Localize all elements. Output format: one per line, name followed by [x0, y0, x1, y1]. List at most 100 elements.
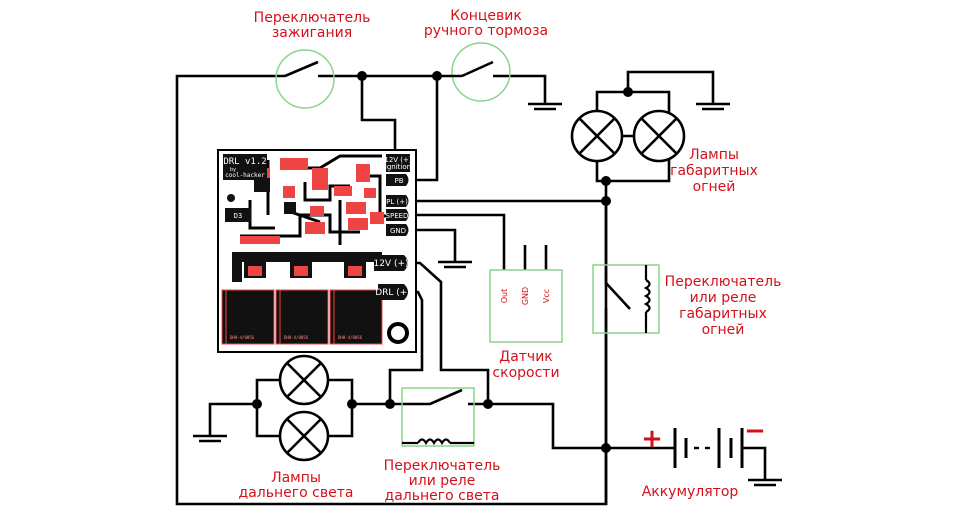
junction-dot: [483, 399, 493, 409]
high-beam-relay-label-line-1: Переключатель: [384, 458, 501, 474]
ignition-switch: Переключатель зажигания: [254, 10, 371, 109]
high-beam-relay-label-line-2: или реле: [409, 473, 476, 489]
pin-speed-label: SPEED: [386, 212, 409, 220]
coil-icon: [417, 438, 451, 446]
junction-dots: [252, 71, 633, 453]
lamp-icon: [278, 410, 330, 462]
ignition-switch-label-line-2: зажигания: [272, 25, 352, 41]
handbrake-switch-circle: [451, 42, 511, 102]
ground-icon: [696, 102, 730, 111]
pin-gnd: GND: [386, 224, 409, 236]
pin-drl: DRL (+): [375, 284, 411, 300]
high-beam-lamps-label-line-2: дальнего света: [239, 485, 354, 501]
sensor-pin-out: Out: [500, 289, 509, 304]
board-author: cool-hacker: [225, 172, 265, 179]
speed-sensor-label-line-2: скорости: [492, 365, 559, 381]
pin-pb: PB: [386, 174, 409, 186]
high-beam-relay-label-line-3: дальнего света: [385, 488, 500, 504]
board-fuses: DHH-4/0056 DHH-4/0056 DHH-4/0056: [221, 289, 383, 345]
fuse-label: DHH-4/0056: [338, 335, 363, 340]
junction-dot: [623, 87, 633, 97]
fuse-label: DHH-4/0056: [284, 335, 309, 340]
board-component-label: D3: [234, 212, 242, 220]
sensor-pin-vcc: Vcc: [542, 289, 551, 303]
wire-board-power: [410, 261, 606, 450]
parking-lamps-label-line-1: Лампы: [689, 147, 739, 163]
wire-hb-lamps-gnd: [208, 402, 257, 436]
ignition-switch-label-line-1: Переключатель: [254, 10, 371, 26]
board-subtitle: by: [230, 167, 236, 173]
board-title: DRL v1.2: [223, 157, 266, 167]
pin-drl-label: DRL (+): [375, 288, 411, 298]
ground-icon: [193, 434, 227, 443]
battery: + − Аккумулятор: [641, 416, 766, 500]
board-mounting-hole: [387, 322, 409, 344]
ignition-switch-circle: [275, 49, 335, 109]
parking-lamps-label-line-2: габаритных: [670, 163, 758, 179]
junction-dot: [601, 196, 611, 206]
junction-dot: [601, 443, 611, 453]
parking-lamps-label-line-3: огней: [693, 179, 736, 195]
ground-icon: [748, 478, 782, 487]
parking-relay-box: [592, 264, 660, 334]
wire-handbrake-gnd: [493, 74, 547, 104]
pin-pb-label: PB: [394, 177, 403, 185]
wire-battery-minus: [742, 446, 767, 480]
parking-relay-label-line-3: габаритных: [679, 306, 767, 322]
board-power-bus: [232, 252, 382, 282]
pin-ignition: 12V (+) ignition: [384, 154, 412, 172]
sensor-pin-gnd: GND: [521, 287, 530, 305]
speed-sensor-box: [489, 269, 563, 343]
wire-ignition-board: [360, 76, 397, 165]
pin-pl-label: PL (+): [386, 198, 408, 206]
ground-icon: [528, 102, 562, 111]
wire-parking-gnd: [626, 70, 715, 104]
lamp-icon: [278, 354, 330, 406]
junction-dot: [385, 399, 395, 409]
high-beam-lamps-label-line-1: Лампы: [271, 470, 321, 486]
speed-sensor-label-line-1: Датчик: [499, 349, 553, 365]
pin-speed: SPEED: [386, 209, 409, 221]
handbrake-switch-contact: [461, 60, 494, 78]
lamp-icon: [632, 109, 686, 163]
wire-pl-lamps: [410, 181, 608, 203]
handbrake-switch: Концевик ручного тормоза: [424, 8, 548, 102]
parking-lamps: Лампы габаритных огней: [570, 109, 758, 195]
high-beam-relay-box: [401, 387, 475, 447]
board-pins: 12V (+) ignition PB PL (+) SPEED GND: [373, 154, 412, 300]
wire-speed: [410, 213, 506, 270]
board-components: D3: [225, 158, 384, 244]
handbrake-switch-label-line-2: ручного тормоза: [424, 23, 548, 39]
battery-minus-sign: −: [744, 416, 766, 446]
parking-relay: Переключатель или реле габаритных огней: [592, 264, 782, 338]
wires: [175, 70, 767, 506]
board-transistors: [244, 262, 366, 278]
ground-icon: [438, 260, 472, 269]
fuse-label: DHH-4/0056: [230, 335, 255, 340]
coil-icon: [643, 279, 651, 313]
pin-ignition-label-line-2: ignition: [385, 163, 411, 171]
wire-board-gnd: [410, 228, 457, 262]
high-beam-relay: Переключатель или реле дальнего света: [384, 387, 501, 504]
speed-sensor: Out GND Vcc Датчик скорости: [489, 269, 563, 381]
board-title-block: [223, 154, 267, 180]
parking-relay-label-line-1: Переключатель: [665, 274, 782, 290]
battery-label: Аккумулятор: [642, 484, 739, 500]
handbrake-switch-label-line-1: Концевик: [450, 8, 522, 24]
parking-relay-label-line-4: огней: [702, 322, 745, 338]
wire-handbrake-pb: [410, 76, 439, 182]
pin-pl: PL (+): [386, 195, 409, 207]
junction-dot: [347, 399, 357, 409]
pin-power: 12V (+): [373, 255, 409, 271]
junction-dot: [357, 71, 367, 81]
ground-symbols: [193, 102, 782, 487]
parking-relay-label-line-2: или реле: [690, 290, 757, 306]
drl-board: D3 DRL v1.2 by cool-hacker: [217, 149, 417, 353]
pin-ignition-label-line-1: 12V (+): [384, 156, 412, 164]
battery-icon: [673, 428, 744, 468]
high-beam-lamps: Лампы дальнего света: [239, 354, 354, 501]
battery-plus-sign: +: [641, 424, 663, 454]
junction-dot: [252, 399, 262, 409]
pin-power-label: 12V (+): [373, 259, 408, 269]
